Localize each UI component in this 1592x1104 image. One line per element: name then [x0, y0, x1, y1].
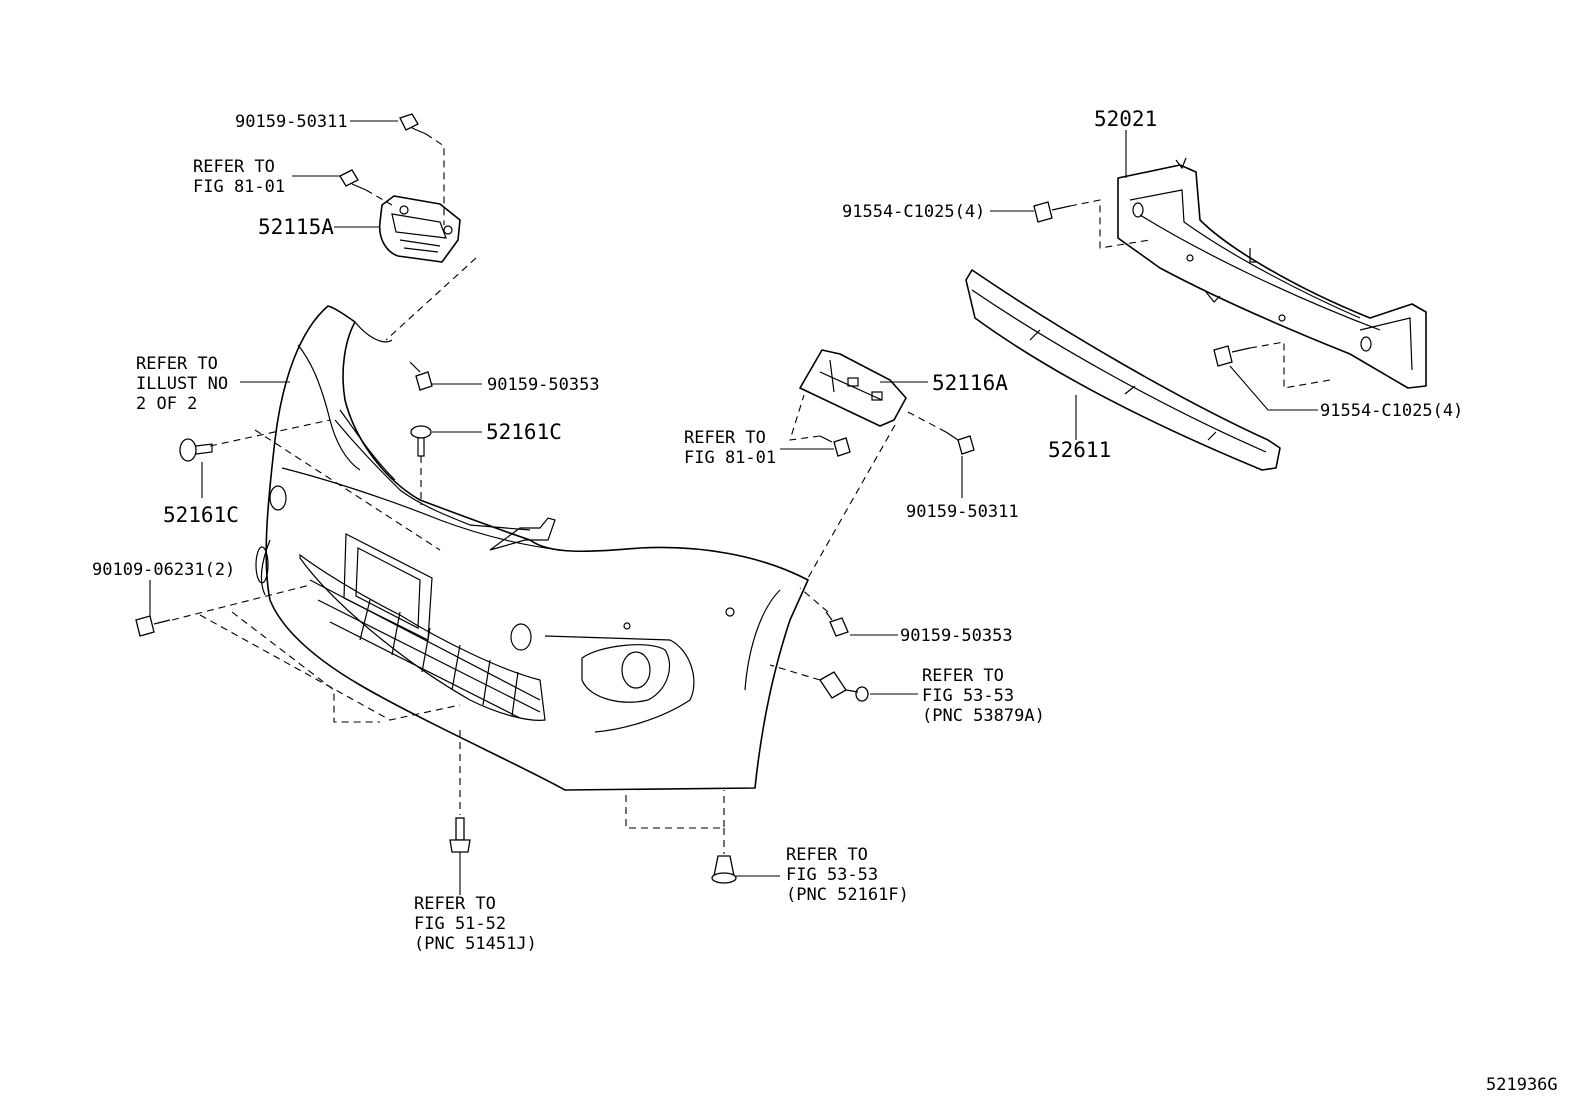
callout-52116a: 52116A	[932, 371, 1008, 395]
bolt-icon	[1213, 345, 1251, 367]
stud-icon	[449, 817, 471, 853]
clip-icon	[410, 425, 432, 457]
callout-refer-53-53-right-line1: REFER TO	[922, 666, 1004, 686]
callout-52021: 52021	[1094, 107, 1157, 131]
callout-91554-c1025-lower: 91554-C1025(4)	[1320, 401, 1463, 421]
callout-refer-53-53-bottom-line1: REFER TO	[786, 845, 868, 865]
bumper-cover	[255, 305, 809, 791]
callout-90159-50353-lower: 90159-50353	[900, 626, 1013, 646]
clip-icon	[711, 855, 737, 884]
bracket-52116a	[799, 349, 907, 427]
callout-52161c-left: 52161C	[163, 503, 239, 527]
bolt-icon	[819, 435, 851, 457]
callout-refer-53-53-right-line3: (PNC 53879A)	[922, 706, 1045, 726]
callout-90159-50353-upper: 90159-50353	[487, 375, 600, 395]
callout-refer-illust-line3: 2 OF 2	[136, 394, 197, 414]
callout-91554-c1025-upper: 91554-C1025(4)	[842, 202, 985, 222]
callout-refer-53-53-bottom-line2: FIG 53-53	[786, 865, 878, 885]
bolt-icon	[409, 361, 433, 391]
callout-refer-illust-line1: REFER TO	[136, 354, 218, 374]
bolt-icon	[825, 611, 849, 637]
callout-refer-53-53-bottom-line3: (PNC 52161F)	[786, 885, 909, 905]
bolt-icon	[945, 431, 975, 455]
callout-52611: 52611	[1048, 438, 1111, 462]
bolt-icon	[399, 113, 427, 135]
catalog-code: 521936G	[1486, 1075, 1558, 1095]
callout-refer-53-53-right-line2: FIG 53-53	[922, 686, 1014, 706]
clip-icon	[179, 438, 213, 462]
clip-bracket-icon	[819, 671, 869, 702]
callout-refer-51-52-line3: (PNC 51451J)	[414, 934, 537, 954]
bracket-52115a	[378, 195, 461, 263]
callout-refer-81-01-top-line2: FIG 81-01	[193, 177, 285, 197]
bolt-icon	[339, 169, 367, 191]
leader-lines	[149, 120, 1318, 895]
bolt-icon	[135, 615, 171, 637]
callout-refer-51-52-line1: REFER TO	[414, 894, 496, 914]
absorber-52611	[965, 269, 1281, 471]
callout-refer-81-01-top-line1: REFER TO	[193, 157, 275, 177]
assembly-dashed-lines	[171, 133, 1331, 854]
callout-90159-50311-top: 90159-50311	[235, 112, 348, 132]
callout-refer-81-01-mid-line1: REFER TO	[684, 428, 766, 448]
callouts: 90159-50311 REFER TO FIG 81-01 52115A RE…	[92, 107, 1558, 1095]
reinforcement-52021	[1117, 157, 1427, 389]
bolt-icon	[1033, 201, 1071, 223]
callout-90109-06231: 90109-06231(2)	[92, 560, 235, 580]
callout-52161c-center: 52161C	[486, 420, 562, 444]
callout-refer-81-01-mid-line2: FIG 81-01	[684, 448, 776, 468]
callout-52115a: 52115A	[258, 215, 334, 239]
callout-refer-51-52-line2: FIG 51-52	[414, 914, 506, 934]
callout-refer-illust-line2: ILLUST NO	[136, 374, 228, 394]
fasteners	[135, 113, 1251, 884]
callout-90159-50311-mid: 90159-50311	[906, 502, 1019, 522]
